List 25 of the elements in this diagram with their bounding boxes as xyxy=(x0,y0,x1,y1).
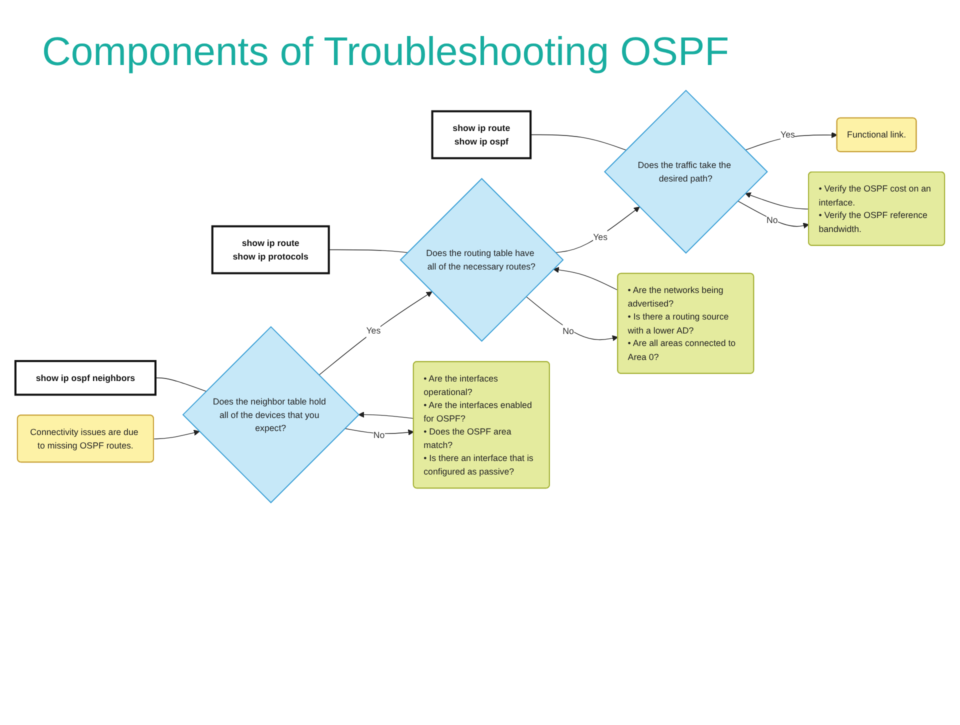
arrow xyxy=(555,206,640,253)
node-box xyxy=(431,110,532,160)
node-box xyxy=(14,360,156,396)
edge-label: Yes xyxy=(366,325,381,336)
node-box xyxy=(211,225,330,274)
edge-label: No xyxy=(373,430,385,440)
edge-label: Yes xyxy=(780,129,795,140)
arrow xyxy=(744,132,838,150)
arrow xyxy=(737,200,810,229)
node-diamond xyxy=(400,178,564,342)
arrow xyxy=(358,412,414,419)
node-diamond xyxy=(182,326,360,504)
edge-label: No xyxy=(562,326,574,336)
flowchart: Yes No Yes Yes No No Does the traffic take the desired path? show ip route show ip ospf Functional link. Does the routing table have all of the necessary routes? • Verify the OSPF cost on an interface. • Verify the OSPF reference bandwidth. show ip route show ip protocols • Are the networks being advertised? • Is there a routing source with a lower AD? • Are all areas connected to Area 0? Does the neighbor table hold all of the devices that you expect? show ip ospf neighbors • Are the interfaces operational? • Are the interfaces enabled for OSPF? • Does the OSPF area match? • Is there an interface that is configured as passive? Connectivity issues are due to missing OSPF routes. xyxy=(10,85,950,508)
arrow xyxy=(745,192,810,210)
edge-label: No xyxy=(766,214,778,226)
diagram-title: Components of Troubleshooting OSPF xyxy=(42,30,730,75)
arrow xyxy=(153,430,200,440)
arrow xyxy=(526,296,618,342)
arrow xyxy=(553,266,618,291)
edge-label: Yes xyxy=(593,232,608,242)
connector xyxy=(328,249,408,253)
connector xyxy=(530,134,626,150)
connector xyxy=(155,378,206,392)
arrow xyxy=(318,292,432,376)
